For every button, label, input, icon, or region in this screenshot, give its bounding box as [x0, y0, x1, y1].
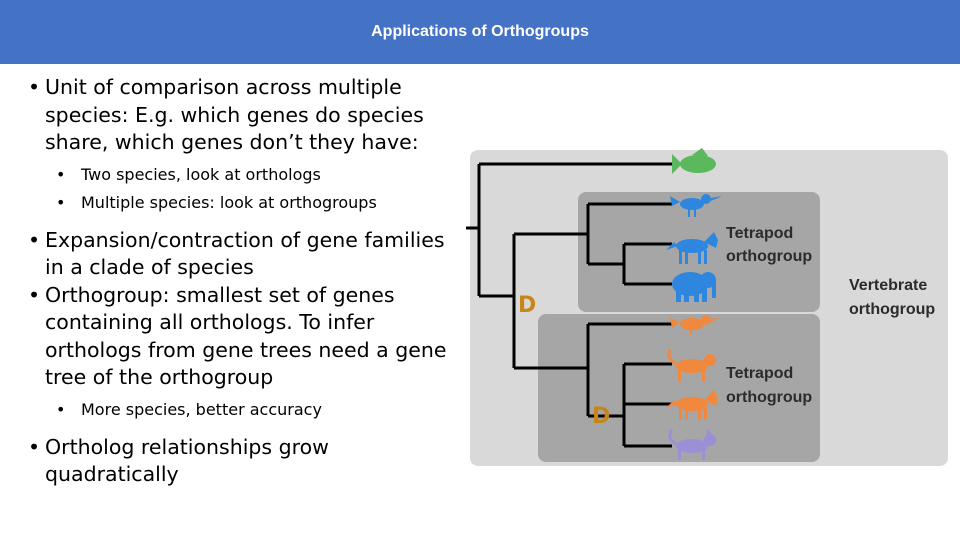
sub-bullet-multiple-species: Multiple species: look at orthogroups	[56, 189, 468, 217]
bullet-expansion-contraction: Expansion/contraction of gene families i…	[28, 227, 468, 282]
bullet-unit-of-comparison: Unit of comparison across multiple speci…	[28, 74, 468, 157]
duplication-marker-2: D	[592, 404, 610, 429]
bullet-orthogroup-definition: Orthogroup: smallest set of genes contai…	[28, 282, 468, 392]
slide-title: Applications of Orthogroups	[0, 0, 960, 64]
duplication-marker-1: D	[518, 293, 536, 318]
orthogroup-tree-figure: D D	[466, 146, 952, 472]
tetrapod-orthogroup-box-2	[538, 314, 820, 462]
bullet-quadratic-growth: Ortholog relationships grow quadraticall…	[28, 434, 468, 489]
sub-bullet-more-species: More species, better accuracy	[56, 396, 468, 424]
sub-bullet-two-species: Two species, look at orthologs	[56, 161, 468, 189]
bullet-list: Unit of comparison across multiple speci…	[28, 74, 468, 489]
